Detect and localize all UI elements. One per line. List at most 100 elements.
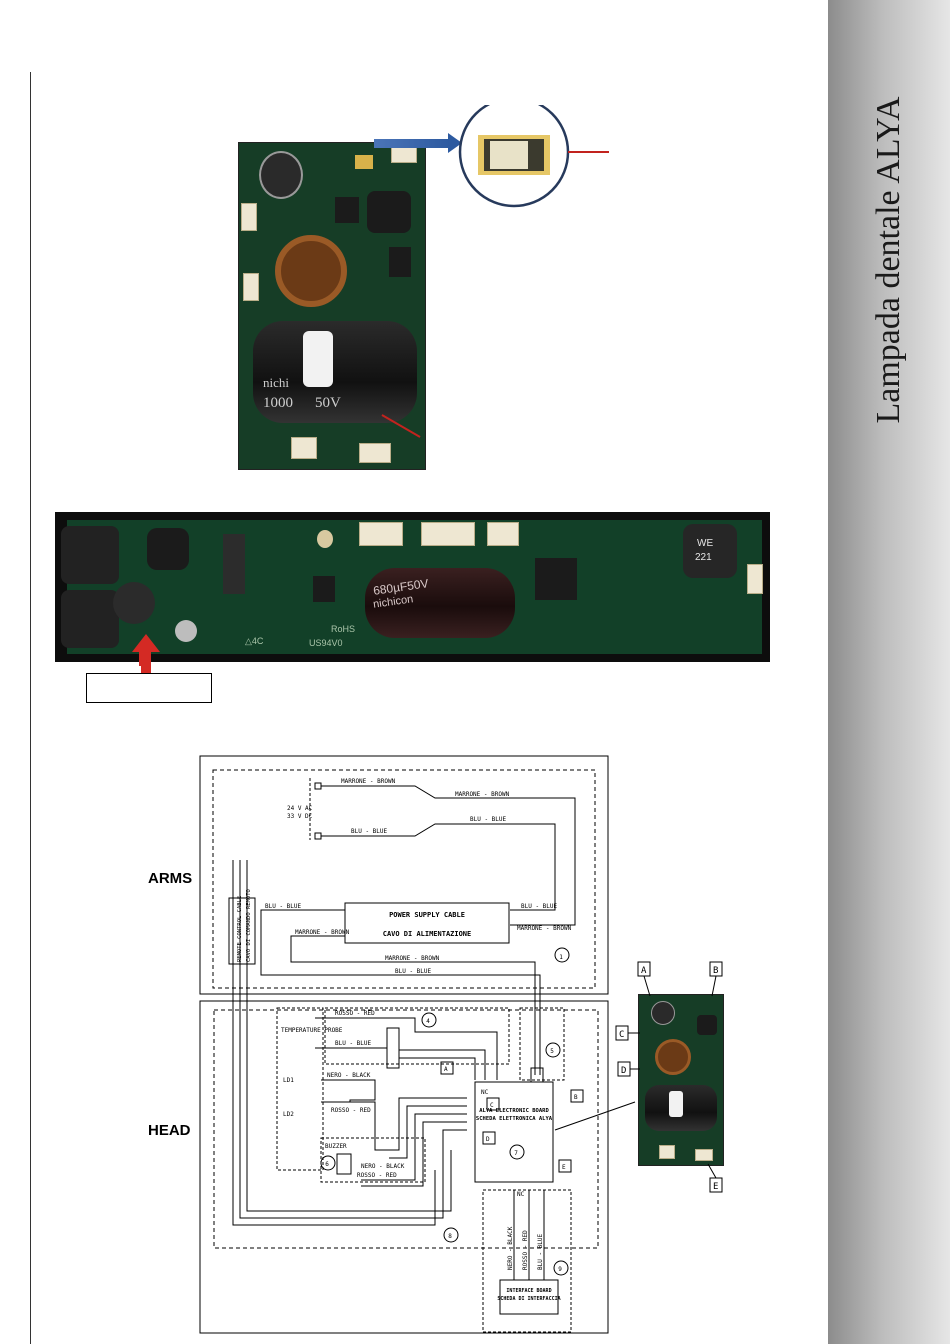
remote-wire-2	[239, 860, 444, 1219]
wide-big-capacitor	[365, 568, 515, 638]
wiring-diagram: 24 V AC 33 V DC MARRONE - BROWN MARRONE …	[199, 755, 636, 1334]
interface-label-en: INTERFACE BOARD	[506, 1288, 551, 1294]
marker-a: A	[444, 1066, 448, 1073]
sidebar: Lampada dentale ALYA	[828, 0, 950, 1344]
power-cable-box	[344, 902, 510, 944]
wire-probe-out	[399, 1049, 486, 1080]
head-dashed-frame	[213, 1009, 599, 1249]
marker-a-box	[440, 1061, 454, 1075]
number-7-circle	[509, 1144, 525, 1160]
number-8-circle	[443, 1227, 459, 1243]
left-margin-line	[30, 72, 31, 1344]
wide-connector-2	[421, 522, 475, 546]
wide-connector-4	[747, 564, 763, 594]
red-arrow-head	[132, 634, 160, 652]
photo-marker-e-line	[707, 1163, 717, 1179]
section-head-label: HEAD	[148, 1122, 191, 1139]
probe-blue-label: BLU - BLUE	[335, 1040, 372, 1047]
top-connector-5	[359, 443, 391, 463]
wire-brown-top	[321, 785, 576, 926]
marker-d: D	[486, 1136, 490, 1143]
top-toroid	[275, 235, 347, 307]
probe-red-label: ROSSO - RED	[335, 1010, 375, 1017]
magnified-fuse-label	[490, 141, 528, 169]
wide-diodes	[223, 534, 245, 594]
wide-inductor-left	[147, 528, 189, 570]
wide-corner-mark: △4C	[245, 636, 264, 646]
wide-microcontroller	[535, 558, 577, 600]
buzzer-dashed-box	[320, 1137, 426, 1183]
interface-blue-label: BLU - BLUE	[537, 1233, 544, 1270]
remote-cable-box	[228, 897, 256, 965]
magnifier-callout	[374, 105, 609, 208]
top-inductor	[367, 191, 411, 233]
voltage-dc: 33 V DC	[287, 813, 313, 820]
wide-varistor	[113, 582, 155, 624]
wide-relay-2	[61, 590, 119, 648]
red-arrow-body	[141, 650, 151, 674]
remote-wire-3	[246, 860, 452, 1212]
terminal-brown	[314, 782, 322, 790]
photo-marker-b: B	[713, 966, 718, 976]
wire-brown-label-1: MARRONE - BROWN	[341, 778, 396, 785]
wire-red-probe	[315, 1017, 498, 1080]
top-connector-2	[241, 203, 257, 231]
number-6: 6	[325, 1161, 329, 1168]
led1-label: LD1	[283, 1077, 294, 1084]
interface-label-it: SCHEDA DI INTERFACCIA	[497, 1296, 560, 1302]
wire-blue-label-3: BLU - BLUE	[521, 903, 558, 910]
wire-brown-left	[290, 935, 536, 1075]
photo-marker-c: C	[619, 1030, 624, 1040]
wide-connector-1	[359, 522, 403, 546]
top-cap-marking-a: nichi	[263, 375, 289, 390]
nc-label-bottom: NC	[517, 1191, 525, 1198]
wide-red-arrow	[132, 634, 160, 674]
top-cap-marking-c: 50V	[315, 395, 341, 411]
top-connector-4	[291, 437, 317, 459]
board-label-it: SCHEDA ELETTRONICA ALYA	[476, 1116, 553, 1122]
top-big-capacitor	[253, 321, 417, 423]
wide-board-photo: 680µF50V nichicon WE 221 RoHS US94V0 △4C	[55, 512, 770, 666]
top-ic	[335, 197, 359, 223]
wide-relay-1	[61, 526, 119, 584]
sidebar-title: Lampada dentale ALYA	[870, 96, 907, 424]
voltage-ac: 24 V AC	[287, 805, 313, 812]
wide-board-code: US94V0	[309, 638, 343, 648]
number-5: 5	[550, 1048, 554, 1055]
terminal-blue	[314, 832, 322, 840]
wide-rohs-mark: RoHS	[331, 624, 356, 634]
small-cap	[651, 1001, 675, 1025]
top-regulator	[389, 247, 411, 277]
number-9: 9	[558, 1266, 562, 1273]
small-cap-sleeve	[669, 1091, 683, 1117]
wire-black-led	[321, 1079, 376, 1102]
interface-red-label: ROSSO - RED	[522, 1230, 529, 1270]
wire-led-out	[399, 1057, 476, 1080]
arms-frame	[199, 755, 609, 995]
wire-buzzer-red	[361, 1121, 467, 1187]
marker-e-box	[558, 1159, 572, 1173]
wire-brown-label-4: MARRONE - BROWN	[295, 929, 350, 936]
interface-black-label: NERO - BLACK	[507, 1226, 514, 1270]
board-pointer-line	[554, 1101, 636, 1131]
wide-inductor-marking: WE	[697, 538, 714, 549]
remote-cable-label-it: CAVO DI COMANDO REMOTO	[246, 889, 252, 962]
number-6-circle	[320, 1155, 336, 1171]
remote-wire-1	[232, 860, 436, 1226]
small-toroid	[655, 1039, 691, 1075]
wide-connector-3	[487, 522, 519, 546]
photo-marker-b-line	[711, 975, 717, 997]
wide-inductor-value: 221	[695, 552, 712, 563]
wire-remote-in	[442, 1129, 467, 1160]
callout-label-box	[86, 673, 212, 703]
power-cable-label-en: POWER SUPPLY CABLE	[389, 911, 465, 919]
main-board-box	[474, 1081, 554, 1183]
marker-e: E	[562, 1164, 566, 1171]
wire-blue-label-4: BLU - BLUE	[265, 903, 302, 910]
photo-marker-d: D	[621, 1066, 626, 1076]
wide-inductor-right	[683, 524, 737, 578]
top-fuse	[355, 155, 373, 169]
probe-dashed-box	[276, 1007, 324, 1171]
number-7: 7	[514, 1150, 518, 1157]
small-connector-1	[659, 1145, 675, 1159]
